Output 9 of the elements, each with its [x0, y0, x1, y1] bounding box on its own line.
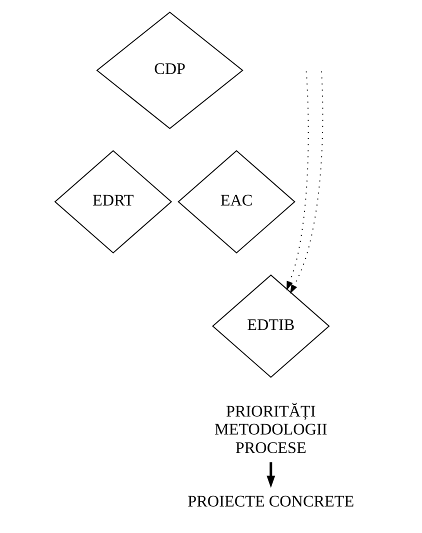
- arrow: [286, 71, 308, 294]
- arrow: [266, 462, 275, 488]
- node-diamond: EAC: [177, 150, 295, 254]
- node-diamond: EDTIB: [212, 274, 330, 378]
- node-diamond: CDP: [96, 12, 243, 130]
- arrow: [286, 71, 323, 294]
- node-diamond: EDRT: [54, 150, 172, 254]
- node-text: PRIORITĂȚI METODOLOGII PROCESE: [214, 403, 327, 457]
- node-text: PROIECTE CONCRETE: [187, 493, 354, 510]
